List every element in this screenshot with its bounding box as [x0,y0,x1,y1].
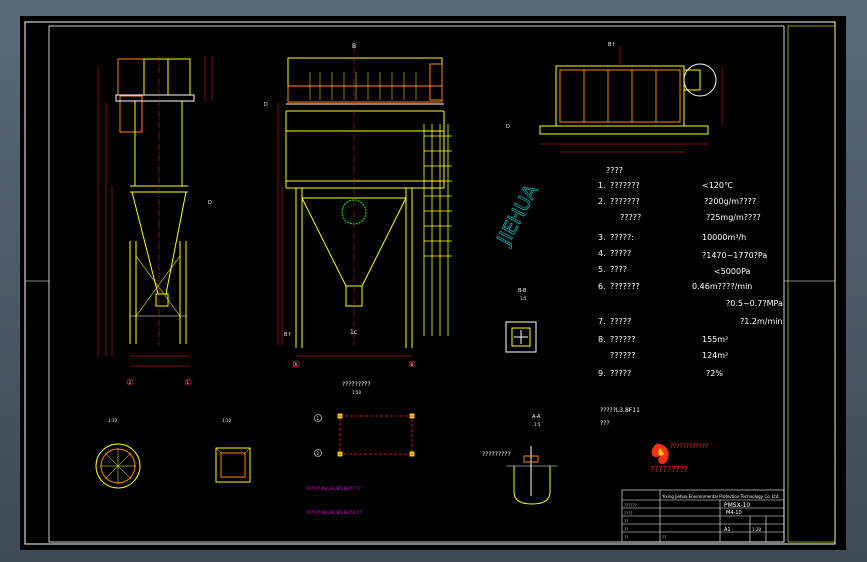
drawing-code: M4-10 [726,510,742,516]
plan-title: ????????? [342,381,371,388]
spec-label: ????? [610,369,631,378]
spec-value: <5000Pa [714,267,751,276]
front-elevation [285,57,445,348]
side-border [787,25,836,543]
spec-label: ?????? [610,335,635,344]
svg-text:1.: 1. [598,181,606,190]
plan-scale: 1:50 [352,390,361,395]
round-detail-scale: 1:10 [108,418,117,423]
company-name: Yixing Jiehua Environmental Protection T… [661,494,780,499]
foundation-plan [337,413,415,457]
title-block [621,489,785,543]
svg-text:??: ?? [624,519,628,524]
spec-block: ???? 1. ??????? <120℃ 2. ??????? ?200g/m… [598,166,783,427]
svg-text:8.: 8. [598,335,606,344]
svg-text:4.: 4. [598,249,606,258]
spec-value: 10000m³/h [702,233,746,242]
axis-label-2: 2 [129,380,132,385]
section-aa-scale: 1:5 [534,422,541,427]
spec-label: ?????? [610,351,635,360]
spec-value: <120℃ [702,181,733,190]
svg-text:??????: ?????? [624,503,637,508]
section-bb-title: B-B [518,288,527,294]
section-d-left: D [208,200,212,206]
section-aa-title: A-A [532,414,541,420]
logo-subtitle: ????????? [650,465,688,474]
spec-label: ????? [610,317,631,326]
svg-text:??: ?? [624,527,628,532]
svg-text:3.: 3. [598,233,606,242]
plan-axis-2: 2 [317,451,320,456]
plan-axis-1: 1 [317,416,320,421]
section-d-right: D [506,124,510,130]
section-c-label: 1c [350,329,357,336]
spec-value: 0.46m????/min [692,282,752,291]
axis-label-1: 1 [187,380,190,385]
material-label: ?????L3.8F11 [600,407,640,414]
spec-label: ??????? [610,282,640,291]
side-elevation [115,58,195,344]
svg-text:2.: 2. [598,197,606,206]
spec-label: ????? [610,249,631,258]
anchor-title: ????????? [482,451,511,458]
logo-text: ???????????? [670,443,708,450]
section-d-mid: D [264,102,268,108]
svg-text:7.: 7. [598,317,606,326]
drawing-canvas: 2 1 [24,21,836,545]
spec-value: ?0.5~0.7?MPa [726,299,783,308]
svg-text:????: ???? [624,511,633,516]
round-flange-detail [95,443,141,489]
svg-text:6.: 6. [598,282,606,291]
inner-frame [48,25,785,543]
spec-heading: ???? [606,166,623,175]
spec-label: ????? [620,213,641,222]
spec-value: ?200g/m???? [704,197,756,206]
spec-label: ??????? [610,181,640,190]
spec-value: 124m² [702,351,728,360]
note-label: ??? [600,420,610,427]
spec-label: ?????: [610,233,634,242]
section-bb-scale: 1:5 [520,296,527,301]
section-b-bottom: B↑ [284,332,292,338]
bolt-note-2: ??????:A1,A2,B1,B2?2.?? [306,510,362,516]
company-logo: ????????? ???????????? [650,443,708,474]
ladder [423,124,452,336]
spec-value: ?2% [706,369,723,378]
square-flange-detail [215,447,251,483]
svg-text:??: ?? [662,535,666,540]
watermark: JIEHUA [493,181,543,249]
section-bb-detail [505,321,537,353]
bolt-note-1: ?????? A1,A2,B1,B2?? ?? [306,486,361,492]
section-b-top: B [352,43,356,50]
svg-text:??: ?? [624,535,628,540]
drawing-scale: 1:20 [752,527,761,532]
axis-label-b: B [411,362,414,367]
drawing-name: PMSX-10 [724,502,750,509]
spec-label: ???? [610,265,627,274]
square-detail-scale: 1:10 [222,418,231,423]
spec-label: ??????? [610,197,640,206]
svg-text:5.: 5. [598,265,606,274]
spec-value: ?1470~1770?Pa [702,251,767,260]
drawing-sheet[interactable]: 2 1 [20,16,846,550]
section-b-right-top: B↑ [608,42,616,48]
svg-text:9.: 9. [598,369,606,378]
spec-value: 155m² [702,335,728,344]
axis-label-a: A [295,362,298,367]
sheet-size: A1 [724,527,731,533]
spec-value: ?1.2m/min [740,317,783,326]
top-plan [539,63,717,135]
anchor-bolt-detail [506,446,558,505]
spec-value: ?25mg/m???? [706,213,761,222]
